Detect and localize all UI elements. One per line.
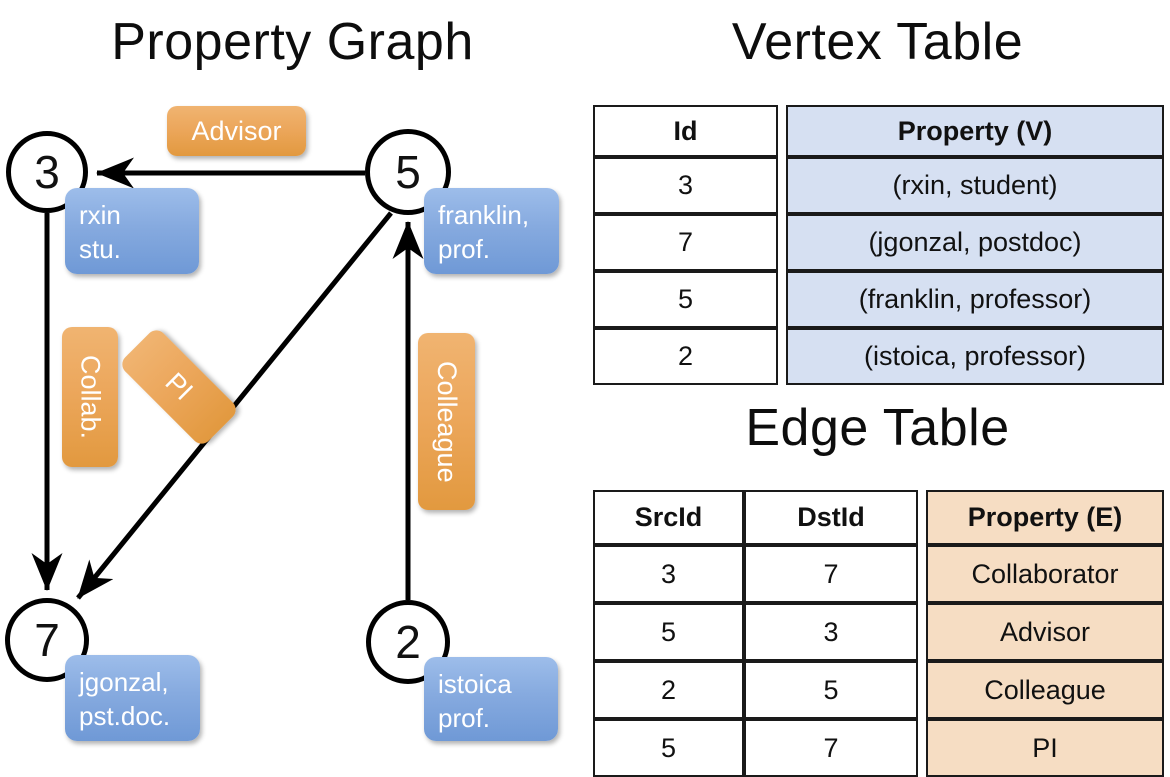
column-gap — [778, 271, 786, 328]
vertex-property-line2: prof. — [438, 703, 491, 733]
vertex-cell-id: 3 — [593, 157, 778, 214]
table-row[interactable]: 2 (istoica, professor) — [593, 328, 1164, 385]
edge-cell-srcid: 5 — [593, 719, 744, 777]
vertex-property-box-rxin[interactable]: rxin stu. — [65, 188, 199, 274]
edge-cell-property: PI — [926, 719, 1164, 777]
vertex-cell-id: 5 — [593, 271, 778, 328]
table-row[interactable]: 5 (franklin, professor) — [593, 271, 1164, 328]
vertex-property-line1: jgonzal, — [79, 667, 169, 697]
edge-cell-srcid: 2 — [593, 661, 744, 719]
table-row[interactable]: 3 (rxin, student) — [593, 157, 1164, 214]
edge-cell-dstid: 7 — [744, 545, 918, 603]
node-2[interactable]: 2 — [366, 600, 450, 684]
column-gap — [918, 490, 926, 545]
column-gap — [778, 105, 786, 157]
edge-label-colleague-text: Colleague — [432, 360, 462, 483]
edge-col-header-srcid: SrcId — [593, 490, 744, 545]
column-gap — [918, 603, 926, 661]
column-gap — [778, 328, 786, 385]
vertex-property-line2: pst.doc. — [79, 701, 171, 731]
column-gap — [918, 661, 926, 719]
edge-label-collab[interactable]: Collab. — [62, 327, 118, 467]
vertex-cell-id: 2 — [593, 328, 778, 385]
edge-cell-property: Collaborator — [926, 545, 1164, 603]
edge-label-collab-text: Collab. — [75, 354, 106, 440]
node-2-label: 2 — [395, 616, 421, 668]
node-7-label: 7 — [34, 614, 60, 666]
edge-table: SrcId DstId Property (E) 3 7 Collaborato… — [593, 490, 1164, 777]
vertex-property-box-franklin[interactable]: franklin, prof. — [424, 188, 559, 274]
column-gap — [778, 214, 786, 271]
vertex-property-line2: stu. — [79, 234, 121, 264]
edge-label-pi-text: PI — [159, 367, 199, 407]
table-row[interactable]: 5 3 Advisor — [593, 603, 1164, 661]
vertex-property-line1: istoica — [438, 669, 512, 699]
table-header-row: SrcId DstId Property (E) — [593, 490, 1164, 545]
vertex-table: Id Property (V) 3 (rxin, student) 7 (jgo… — [593, 105, 1164, 385]
edge-cell-srcid: 3 — [593, 545, 744, 603]
edge-cell-dstid: 3 — [744, 603, 918, 661]
node-5-label: 5 — [395, 146, 421, 198]
node-3-label: 3 — [34, 146, 60, 198]
edge-cell-srcid: 5 — [593, 603, 744, 661]
vertex-property-box-jgonzal[interactable]: jgonzal, pst.doc. — [65, 655, 200, 741]
edge-col-header-property: Property (E) — [926, 490, 1164, 545]
vertex-cell-property: (rxin, student) — [786, 157, 1164, 214]
vertex-property-line1: rxin — [79, 200, 121, 230]
page-title-edge-table: Edge Table — [745, 399, 1010, 457]
table-row[interactable]: 5 7 PI — [593, 719, 1164, 777]
vertex-property-line2: prof. — [438, 234, 491, 264]
table-row[interactable]: 2 5 Colleague — [593, 661, 1164, 719]
node-5[interactable]: 5 — [365, 129, 451, 215]
column-gap — [918, 719, 926, 777]
table-row[interactable]: 3 7 Collaborator — [593, 545, 1164, 603]
vertex-cell-property: (jgonzal, postdoc) — [786, 214, 1164, 271]
vertex-cell-property: (istoica, professor) — [786, 328, 1164, 385]
vertex-property-line1: franklin, — [438, 200, 530, 230]
vertex-col-header-id: Id — [593, 105, 778, 157]
edge-cell-dstid: 5 — [744, 661, 918, 719]
edge-cell-property: Colleague — [926, 661, 1164, 719]
edge-cell-dstid: 7 — [744, 719, 918, 777]
edge-label-colleague[interactable]: Colleague — [418, 333, 475, 510]
page-title-vertex-table: Vertex Table — [731, 13, 1024, 71]
table-row[interactable]: 7 (jgonzal, postdoc) — [593, 214, 1164, 271]
page-title-property-graph: Property Graph — [111, 13, 474, 71]
column-gap — [918, 545, 926, 603]
vertex-col-header-property: Property (V) — [786, 105, 1164, 157]
edge-label-advisor[interactable]: Advisor — [167, 106, 306, 156]
property-graph-panel: Property Graph 3 5 7 2 — [0, 0, 585, 760]
edge-label-advisor-text: Advisor — [191, 115, 282, 146]
table-header-row: Id Property (V) — [593, 105, 1164, 157]
vertex-cell-property: (franklin, professor) — [786, 271, 1164, 328]
vertex-property-box-istoica[interactable]: istoica prof. — [424, 657, 558, 741]
edge-col-header-dstid: DstId — [744, 490, 918, 545]
vertex-cell-id: 7 — [593, 214, 778, 271]
edge-cell-property: Advisor — [926, 603, 1164, 661]
column-gap — [778, 157, 786, 214]
